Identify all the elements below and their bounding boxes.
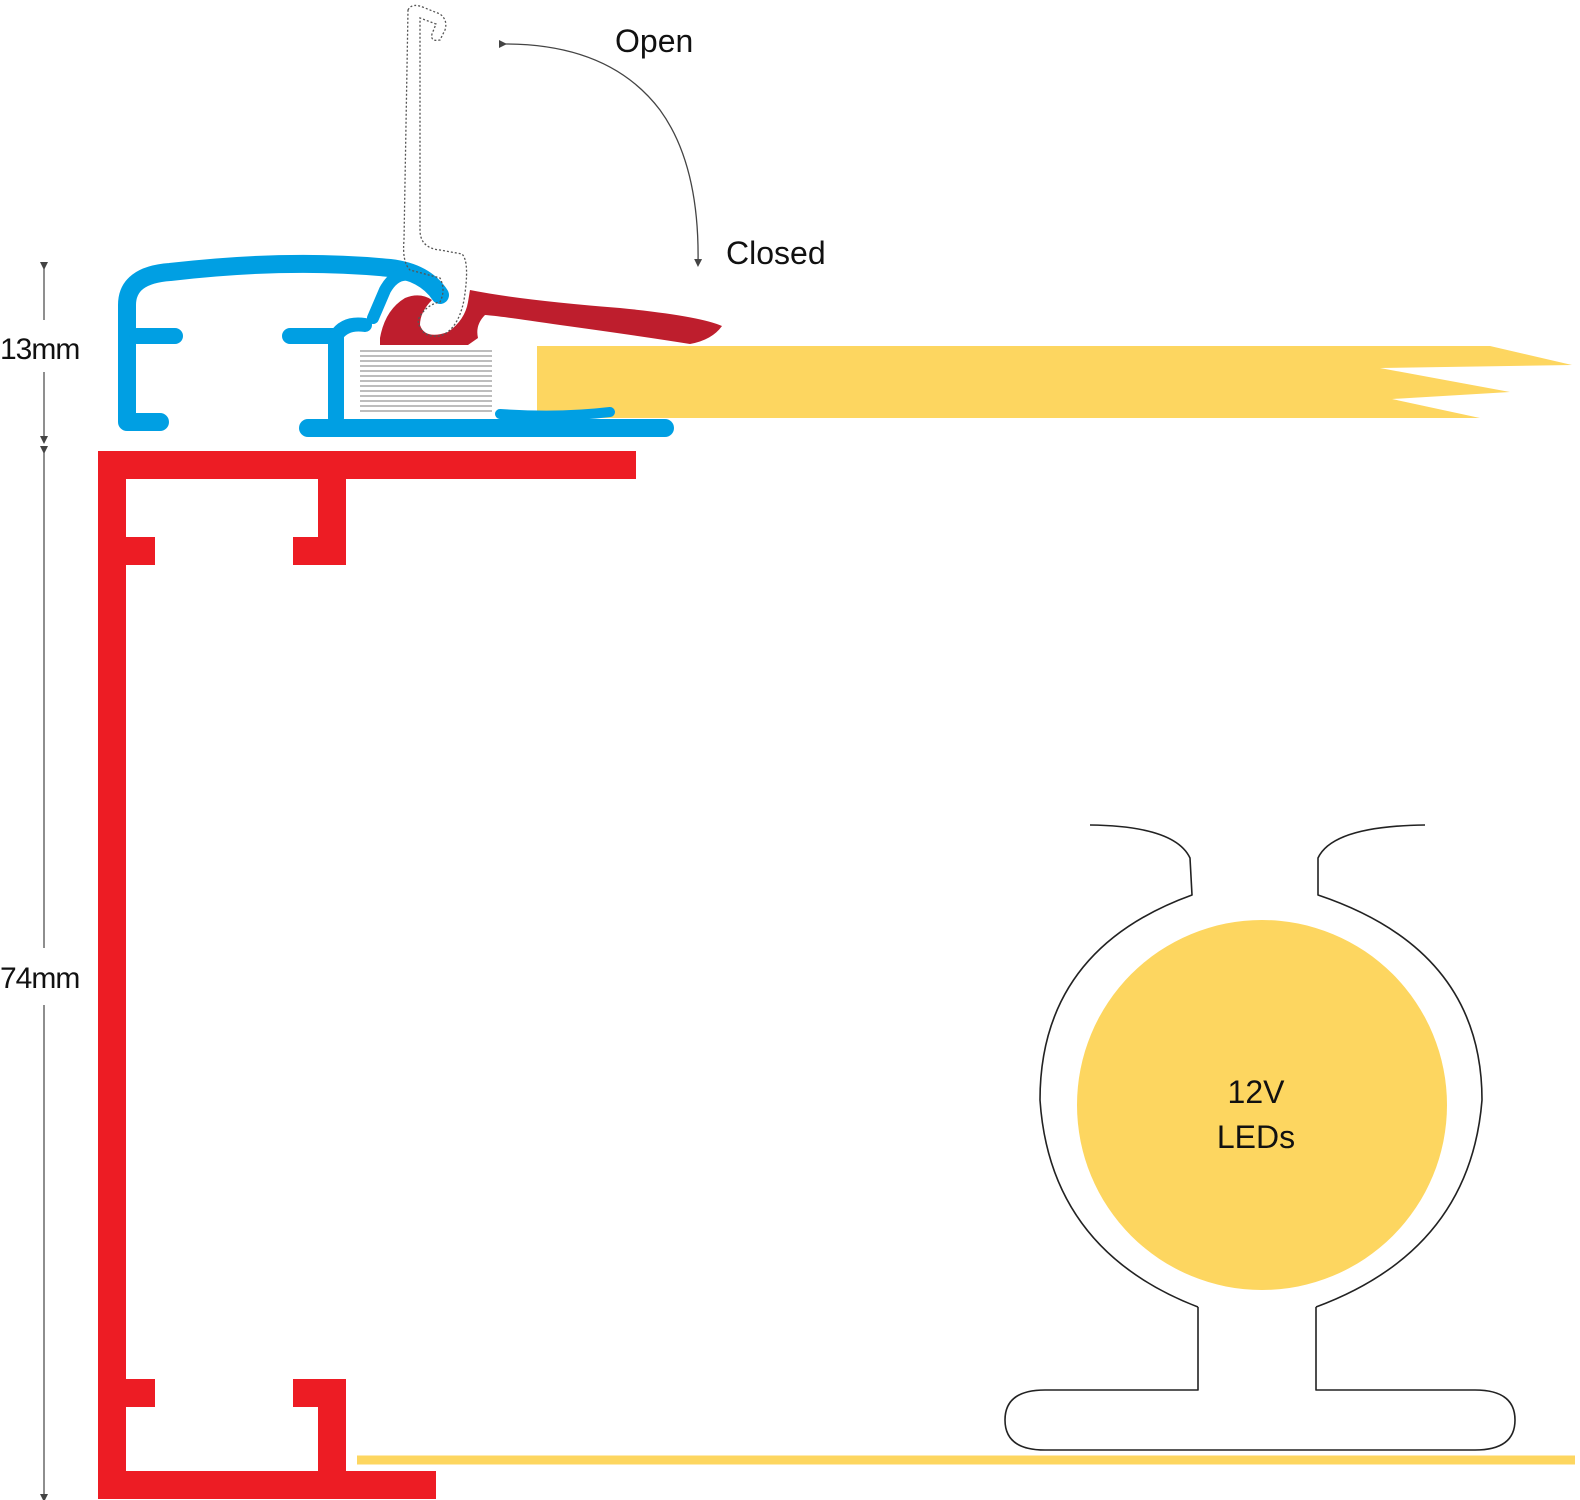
snap-frame-profile bbox=[118, 254, 674, 437]
led-holder bbox=[1004, 824, 1516, 1451]
open-close-arrow bbox=[498, 39, 703, 267]
gripper-clip bbox=[380, 290, 722, 345]
acrylic-panel bbox=[537, 346, 1572, 418]
poster-layers bbox=[360, 350, 492, 412]
closed-label: Closed bbox=[726, 235, 826, 271]
dimension-13mm-label: 13mm bbox=[0, 333, 79, 366]
led-voltage-label: 12V bbox=[1228, 1074, 1286, 1110]
light-box-frame bbox=[98, 451, 636, 1499]
led-type-label: LEDs bbox=[1217, 1119, 1295, 1155]
led-circle bbox=[1077, 920, 1447, 1290]
dimension-74mm-label: 74mm bbox=[0, 962, 79, 995]
open-clip-outline bbox=[402, 4, 468, 337]
open-label: Open bbox=[615, 23, 693, 59]
